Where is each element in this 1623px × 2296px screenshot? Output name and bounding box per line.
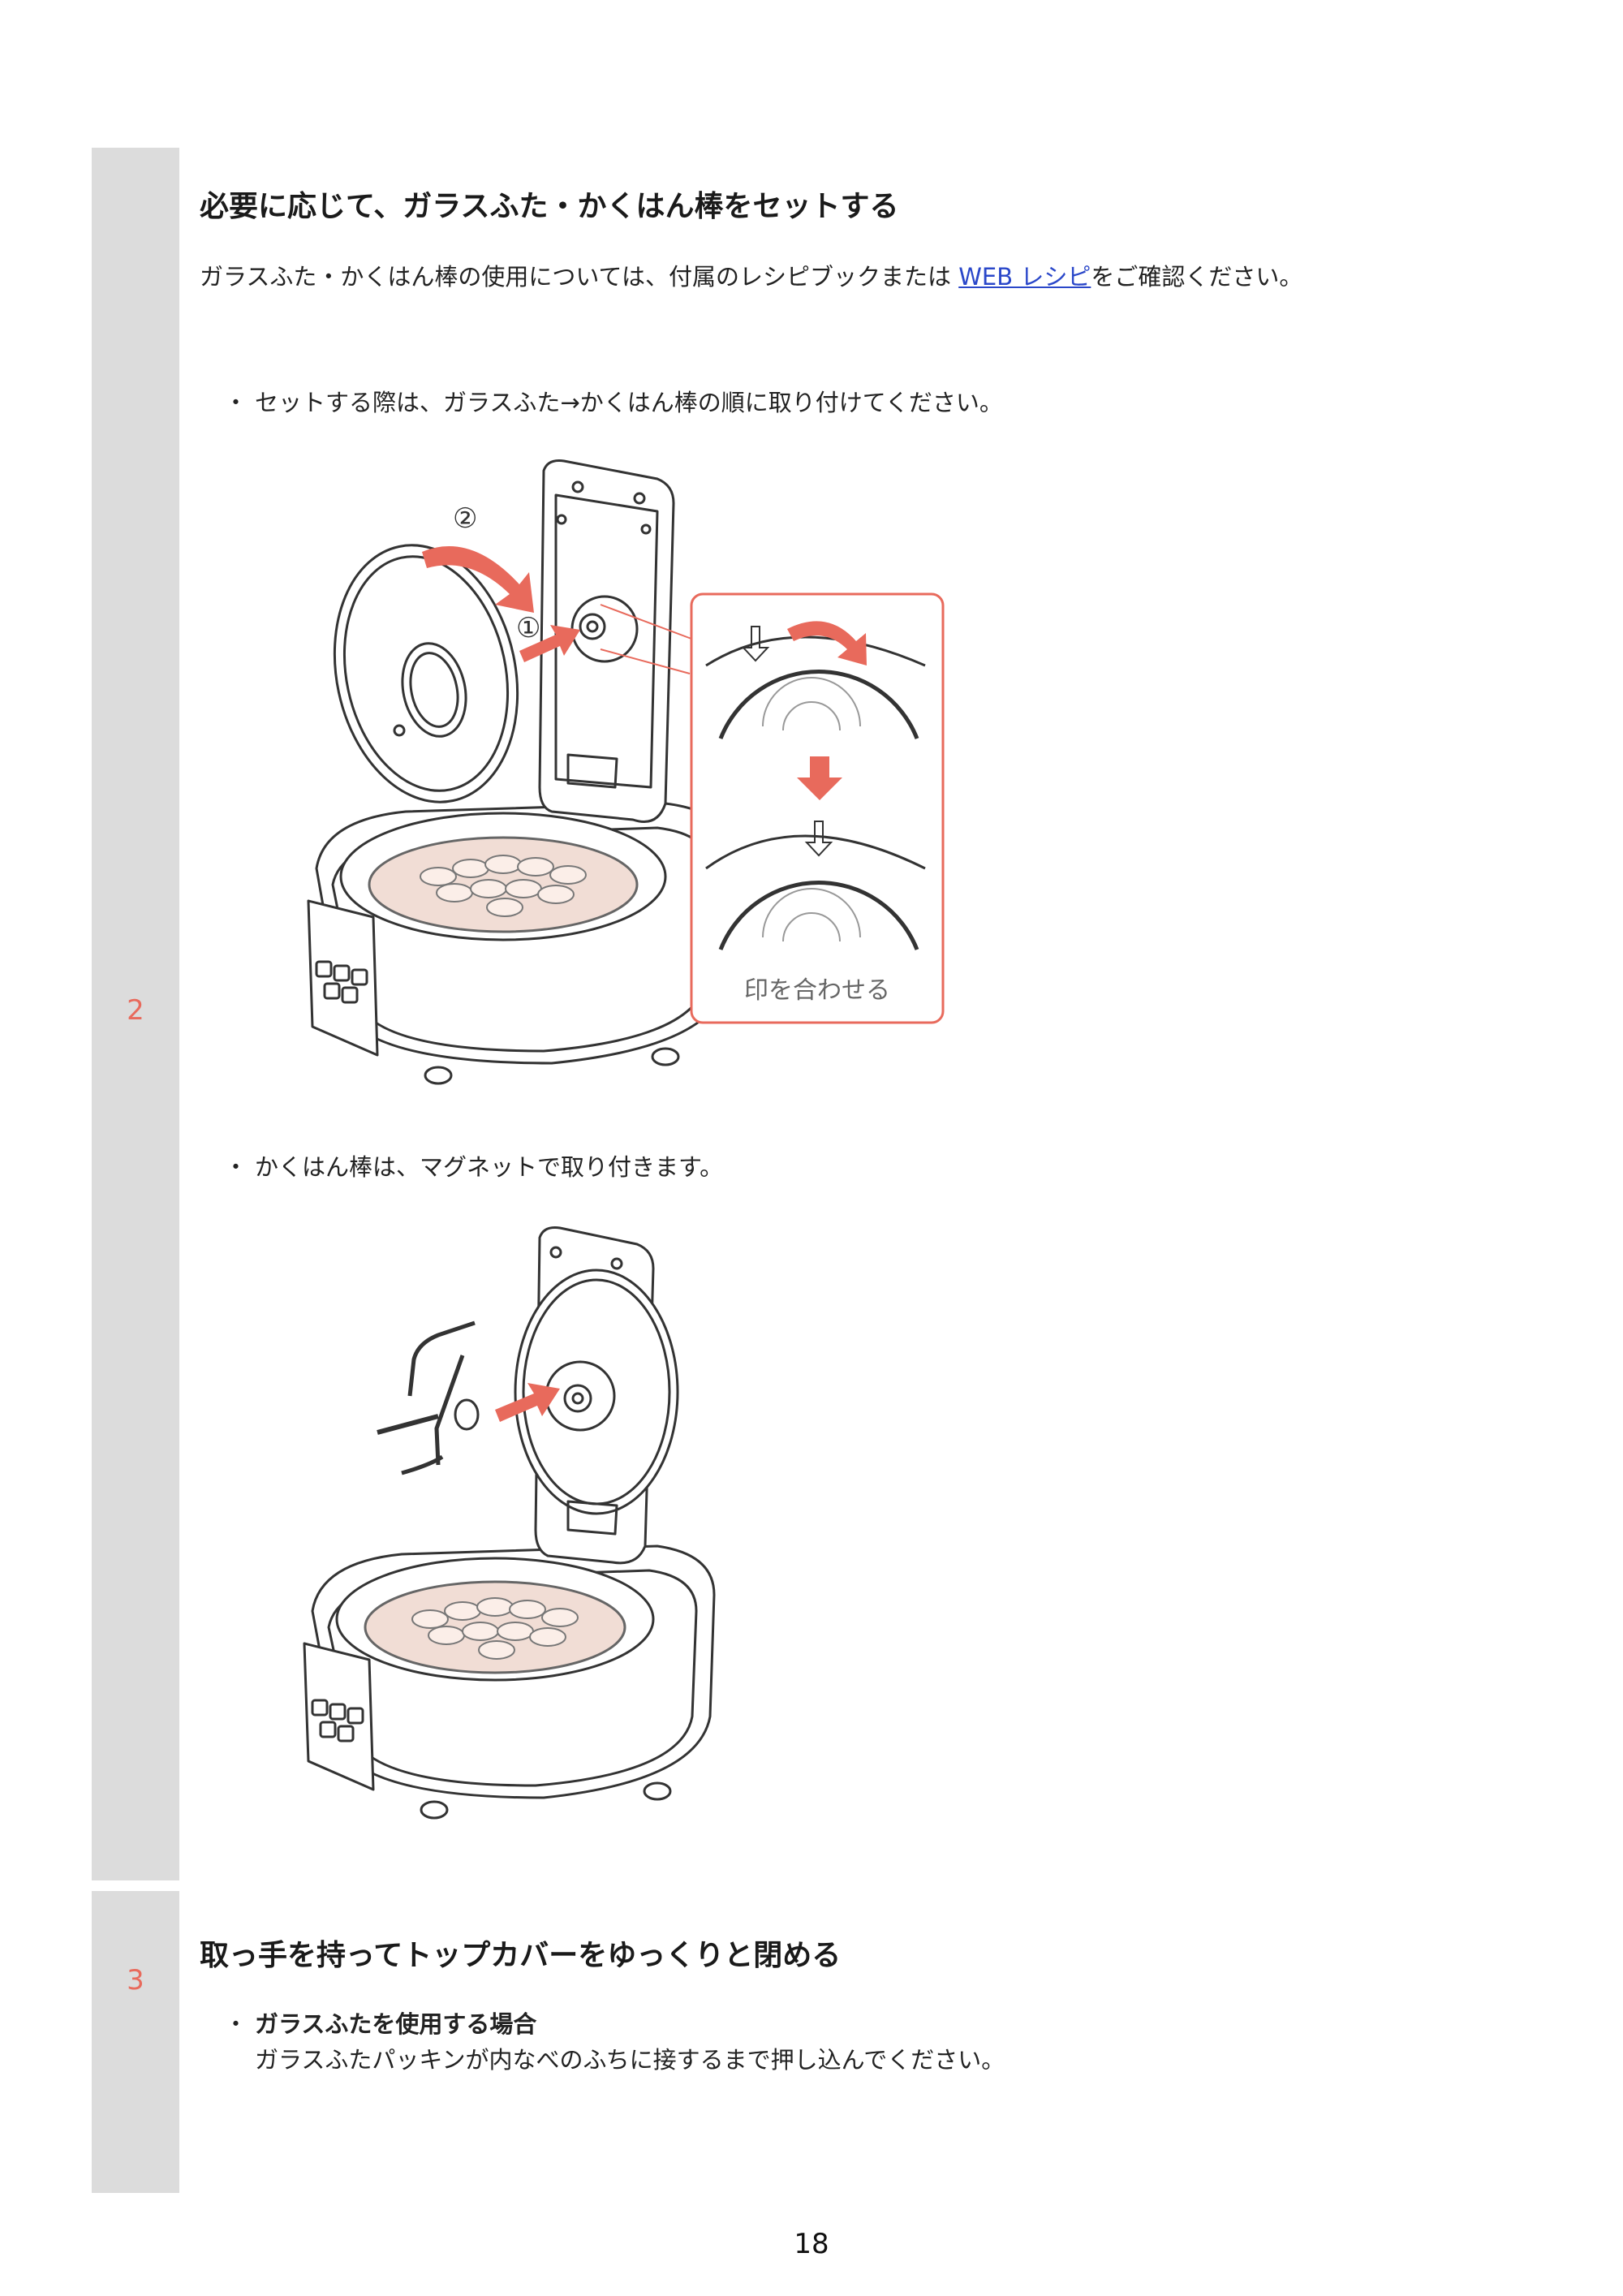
bullet-glass-lid: ・ ガラスふたを使用する場合 ガラスふたパッキンが内なべのふちに接するまで押し込…	[224, 2006, 1005, 2078]
paragraph-text-after: をご確認ください。	[1091, 263, 1303, 291]
step-3-number: 3	[127, 1964, 144, 1997]
step-3-sidebar	[92, 1891, 179, 2193]
paragraph-text-before: ガラスふた・かくはん棒の使用については、付属のレシピブックまたは	[200, 263, 959, 291]
step-3-heading: 取っ手を持ってトップカバーをゆっくりと閉める	[200, 1939, 842, 1972]
bullet-mark: ・	[224, 2010, 248, 2038]
page-number: 18	[794, 2228, 829, 2260]
step-2-sidebar	[92, 148, 179, 1880]
bullet-glass-lid-body: ガラスふたパッキンが内なべのふちに接するまで押し込んでください。	[255, 2046, 1005, 2074]
label-step-1: ①	[516, 612, 540, 644]
bullet-magnet-text: かくはん棒は、マグネットで取り付きます。	[255, 1153, 724, 1181]
bullet-mark: ・	[224, 1153, 248, 1181]
step-2-paragraph: ガラスふた・かくはん棒の使用については、付属のレシピブックまたは WEB レシピ…	[200, 250, 1384, 304]
web-recipe-link[interactable]: WEB レシピ	[958, 263, 1091, 291]
figure-stirring-rod-attach	[303, 1226, 716, 1820]
figure-glass-lid-attach: ② ① 印を合わせる	[307, 459, 945, 1085]
step-2-heading: 必要に応じて、ガラスふた・かくはん棒をセットする	[200, 190, 899, 223]
bullet-magnet: ・ かくはん棒は、マグネットで取り付きます。	[224, 1149, 723, 1185]
callout-label-align-marks: 印を合わせる	[744, 976, 890, 1005]
bullet-glass-lid-title: ガラスふたを使用する場合	[255, 2010, 537, 2038]
label-step-2: ②	[453, 502, 477, 535]
bullet-attach-order-text: セットする際は、ガラスふた→かくはん棒の順に取り付けてください。	[255, 389, 1003, 416]
step-2-number: 2	[127, 994, 144, 1027]
bullet-attach-order: ・ セットする際は、ガラスふた→かくはん棒の順に取り付けてください。	[224, 385, 1003, 420]
bullet-mark: ・	[224, 389, 248, 416]
